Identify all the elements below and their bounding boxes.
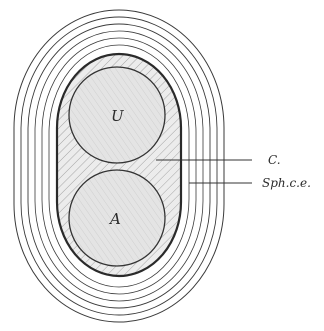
label-sphincter: Sph.c.e.	[262, 176, 311, 190]
label-capsule: C.	[268, 153, 281, 167]
label-u: U	[111, 107, 125, 125]
label-a: A	[108, 210, 121, 228]
